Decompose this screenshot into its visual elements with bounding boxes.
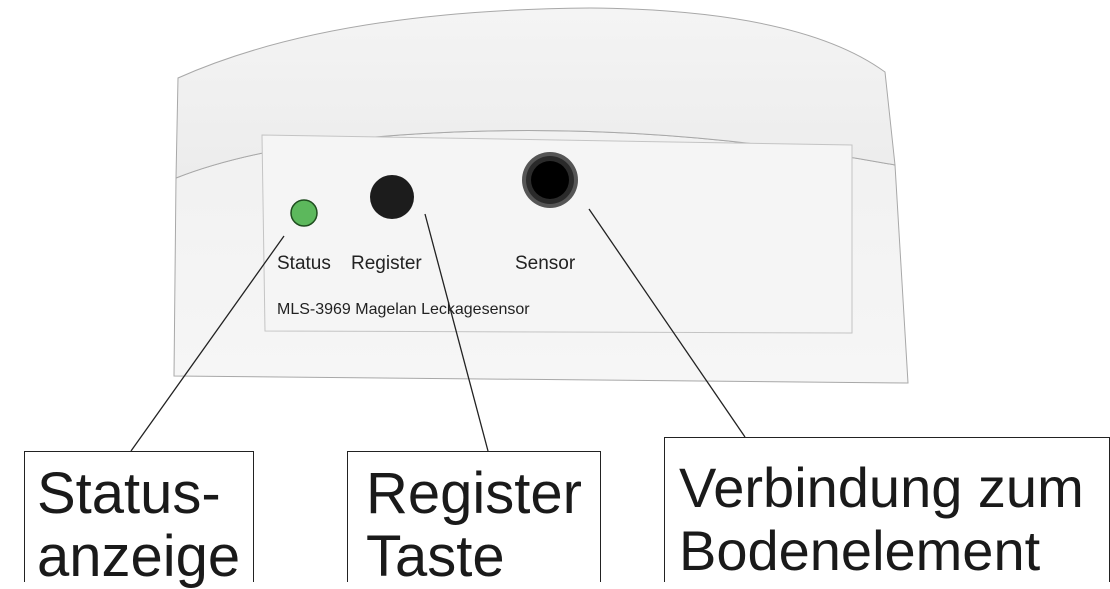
- callout-register-line2: Taste: [366, 524, 505, 589]
- register-button-icon: [370, 175, 414, 219]
- callout-status-text: Status- anzeige: [37, 462, 240, 588]
- sensor-label: Sensor: [515, 253, 576, 274]
- callout-register: Register Taste: [347, 451, 601, 588]
- callout-sensor-line2: Bodenelement: [679, 519, 1041, 582]
- sensor-socket-hole-icon: [531, 161, 569, 199]
- callout-status: Status- anzeige: [24, 451, 254, 588]
- callout-register-line1: Register: [366, 461, 582, 526]
- register-label: Register: [351, 253, 422, 274]
- leader-line-register: [424, 213, 489, 452]
- status-label: Status: [277, 253, 331, 274]
- callout-sensor-line1: Verbindung zum: [679, 456, 1084, 519]
- callout-sensor: Verbindung zum Bodenelement: [664, 437, 1110, 582]
- callout-status-line1: Status-: [37, 461, 221, 526]
- leader-line-status: [130, 235, 285, 452]
- callout-status-line2: anzeige: [37, 524, 241, 589]
- model-label: MLS-3969 Magelan Leckagesensor: [277, 301, 530, 318]
- callout-sensor-text: Verbindung zum Bodenelement: [679, 456, 1084, 582]
- callout-register-text: Register Taste: [366, 462, 582, 588]
- leader-line-sensor: [588, 208, 746, 438]
- status-led-icon: [290, 199, 318, 227]
